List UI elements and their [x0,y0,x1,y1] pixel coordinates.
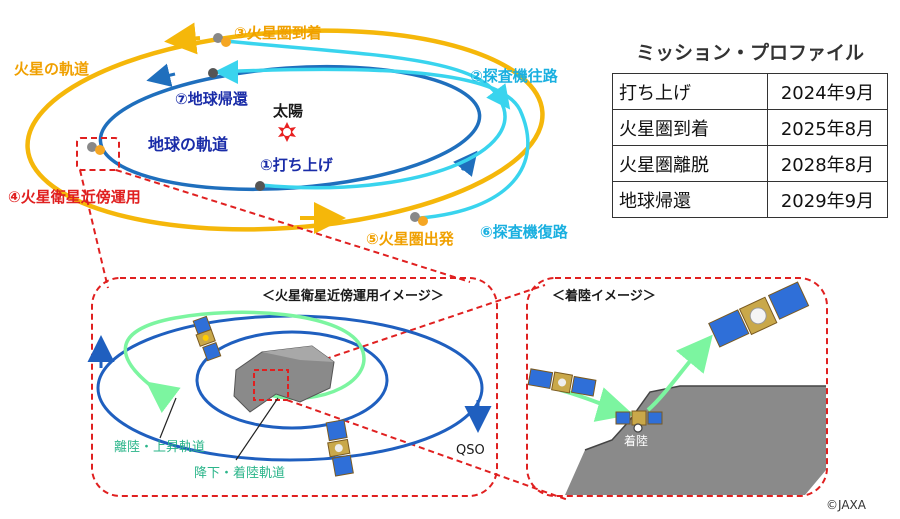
event-cell: 火星圏到着 [612,109,768,146]
moon-ops-label: ④火星衛星近傍運用 [8,188,141,206]
phobos-icon [233,345,335,413]
outbound-label: ②探査機往路 [470,67,558,85]
surface-terrain [565,385,826,495]
event-cell: 火星圏離脱 [612,145,768,182]
date-cell: 2029年9月 [767,181,888,218]
event-cell: 打ち上げ [612,73,768,110]
copyright: ©JAXA [826,498,866,512]
descent-leader [235,397,279,461]
sun-label: 太陽 [273,102,304,120]
qso-label: QSO [456,443,485,458]
touchdown-spacecraft-icon [615,410,663,426]
approach-spacecraft-icon [527,368,597,397]
zoom-guides [76,137,569,501]
mission-profile: ミッション・プロファイル 打ち上げ 2024年9月 火星圏到着 2025年8月 … [612,38,888,218]
mars-orbit [25,22,545,234]
date-cell: 2028年8月 [767,145,888,182]
earth-orbit-label: 地球の軌道 [148,135,229,154]
ops-inset-frame [91,277,498,497]
spacecraft-icon-upper [192,315,222,362]
table-row: 火星圏離脱 2028年8月 [612,145,888,182]
table-row: 打ち上げ 2024年9月 [612,73,888,110]
mars-orbit-label: 火星の軌道 [14,60,90,78]
mars-departure-label: ⑤火星圏出発 [366,230,454,248]
ascent-descent-paths [123,310,366,413]
landing-inset-frame [526,277,828,497]
touchdown-marker-icon [633,423,643,433]
mission-profile-table: 打ち上げ 2024年9月 火星圏到着 2025年8月 火星圏離脱 2028年8月… [612,73,888,218]
event-cell: 地球帰還 [612,181,768,218]
table-row: 火星圏到着 2025年8月 [612,109,888,146]
departing-spacecraft-icon [708,281,810,348]
ops-inset-title: ＜火星衛星近傍運用イメージ＞ [262,289,444,304]
return-path-label: ⑥探査機復路 [480,223,568,241]
landing-zoom-box [253,369,289,401]
spacecraft-icon-lower [325,419,354,477]
mission-profile-title: ミッション・プロファイル [635,42,864,64]
earth-return-label: ⑦地球帰還 [175,90,248,108]
date-cell: 2024年9月 [767,73,888,110]
date-cell: 2025年8月 [767,109,888,146]
landing-inset-title: ＜着陸イメージ＞ [552,289,656,304]
descent-label: 降下・着陸軌道 [194,466,286,481]
mars-arrival-label: ③火星圏到着 [234,24,322,42]
ascent-label: 離陸・上昇軌道 [114,440,206,455]
planet-markers [87,33,428,226]
touchdown-label: 着陸 [624,434,649,448]
transfer-orbits [214,38,530,220]
launch-label: ①打ち上げ [260,156,333,174]
ascent-leader [159,397,177,439]
table-row: 地球帰還 2029年9月 [612,181,888,218]
sun-icon [278,122,296,142]
